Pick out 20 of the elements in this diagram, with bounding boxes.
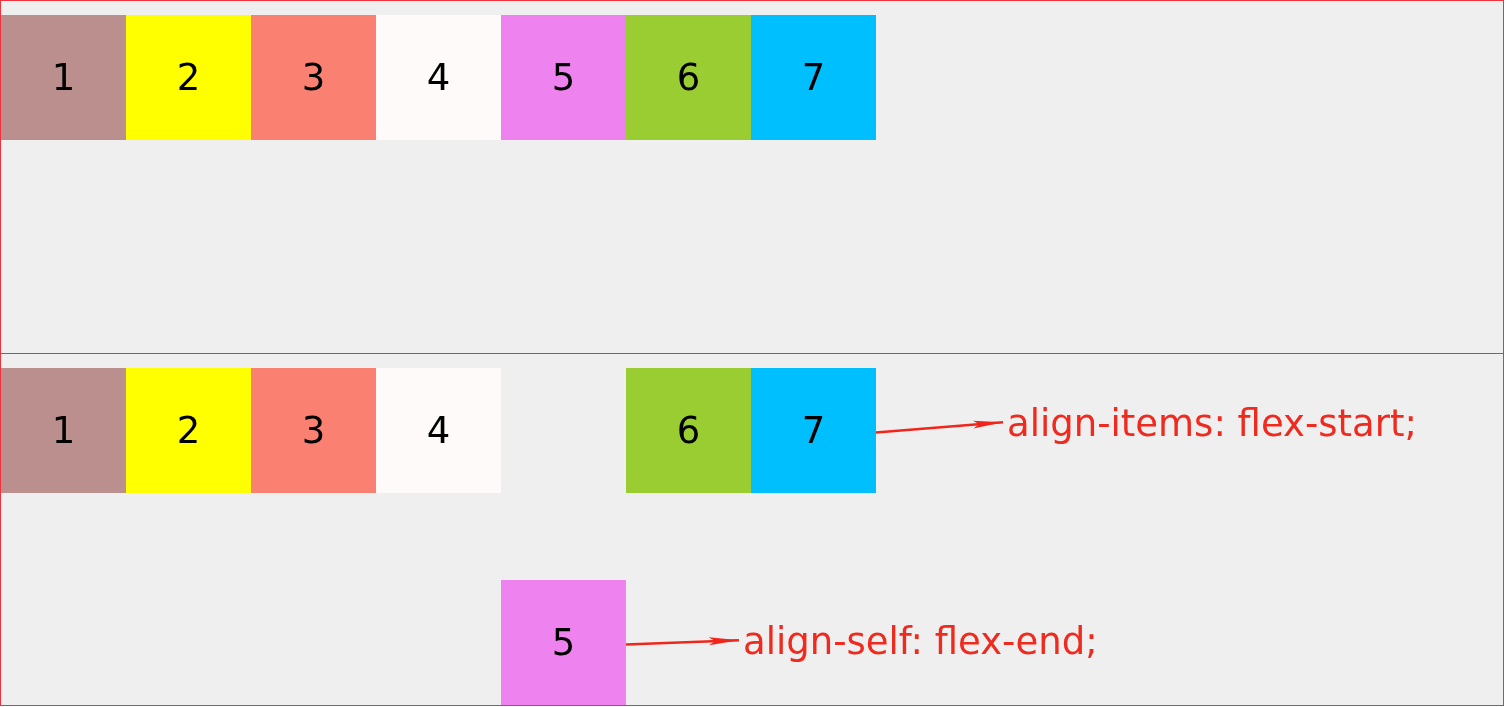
flex-item: 4 [376,368,501,493]
annotation-text: align-self: flex-end; [743,620,1098,665]
flex-item: 3 [251,15,376,140]
flex-item: 7 [751,15,876,140]
flex-item: 7 [751,368,876,493]
flex-item: 1 [1,368,126,493]
flex-item: 6 [626,15,751,140]
flex-item: 6 [626,368,751,493]
flex-item: 4 [376,15,501,140]
arrow [875,420,1004,434]
flex-item: 5 [501,580,626,705]
flex-item: 5 [501,15,626,140]
flex-item: 3 [251,368,376,493]
annotation-text: align-items: flex-start; [1007,402,1417,447]
flex-container [0,353,1504,706]
flex-item: 2 [126,368,251,493]
flex-item: 2 [126,15,251,140]
arrow [625,637,740,646]
flex-item: 1 [1,15,126,140]
flex-container [0,0,1504,354]
